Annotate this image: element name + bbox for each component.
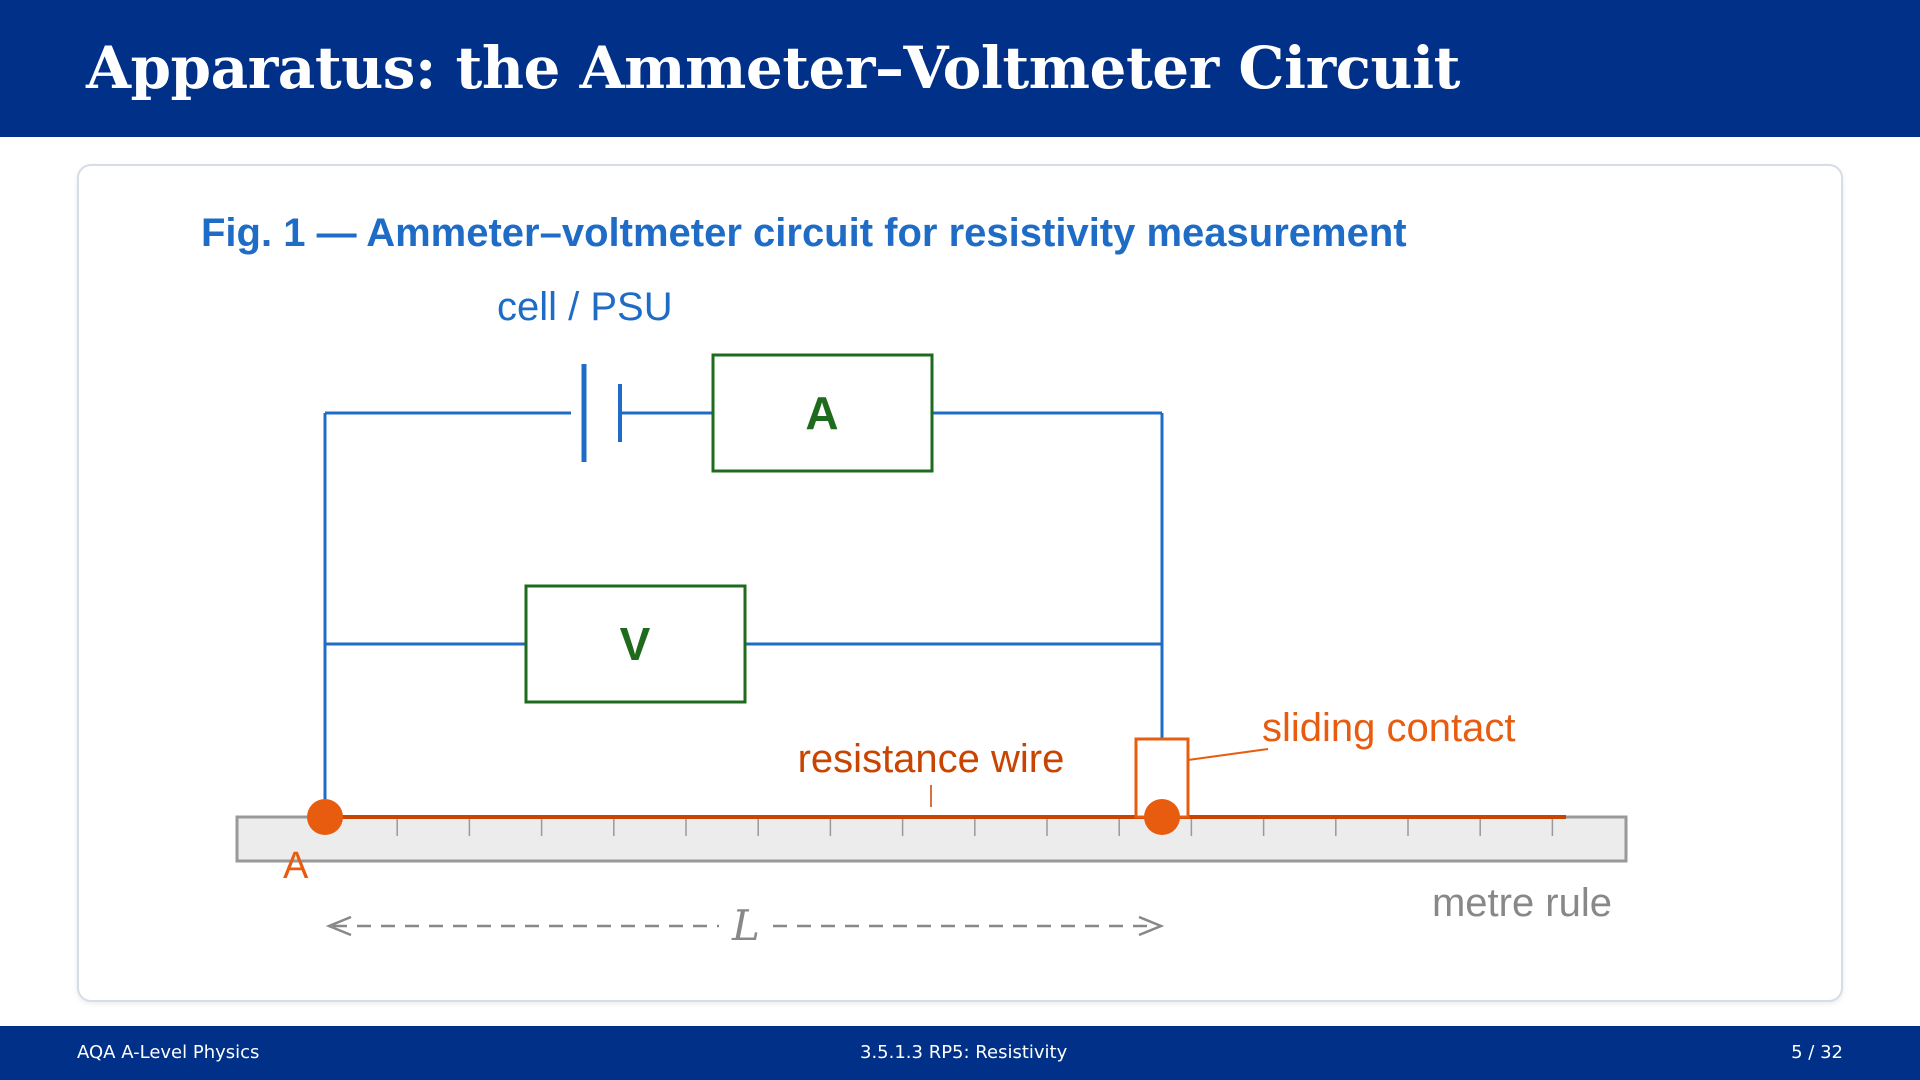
cell-symbol <box>581 364 622 462</box>
slide-title: Apparatus: the Ammeter–Voltmeter Circuit <box>86 34 1460 102</box>
length-label: L <box>731 901 760 950</box>
voltmeter-box <box>524 584 747 704</box>
slide-footer: AQA A-Level Physics 3.5.1.3 RP5: Resisti… <box>0 1026 1920 1080</box>
ammeter-label: A <box>805 387 838 439</box>
sliding-contact-pointer <box>1187 748 1269 761</box>
footer-course: AQA A-Level Physics <box>77 1042 260 1063</box>
metre-rule <box>235 815 1628 863</box>
resistance-wire-label: resistance wire <box>798 737 1065 781</box>
footer-page-number: 5 / 32 <box>1791 1042 1843 1063</box>
circuit-diagram: Fig. 1 — Ammeter–voltmeter circuit for r… <box>201 211 1628 950</box>
cell-label: cell / PSU <box>497 285 673 329</box>
length-arrowhead-left <box>325 915 352 937</box>
figure-card: Fig. 1 — Ammeter–voltmeter circuit for r… <box>77 164 1843 1002</box>
footer-topic: 3.5.1.3 RP5: Resistivity <box>860 1042 1068 1063</box>
metre-rule-label: metre rule <box>1432 881 1612 925</box>
length-arrow <box>325 915 1165 937</box>
end-a-label: A <box>283 845 309 887</box>
ammeter-box <box>711 353 934 473</box>
rule-ticks <box>396 817 1554 836</box>
sliding-contact-label: sliding contact <box>1262 706 1515 750</box>
figure-caption: Fig. 1 — Ammeter–voltmeter circuit for r… <box>201 211 1407 255</box>
fixed-contact-point <box>307 799 343 835</box>
voltmeter-label: V <box>620 618 651 670</box>
sliding-contact-point[interactable] <box>1144 799 1180 835</box>
slide-header: Apparatus: the Ammeter–Voltmeter Circuit <box>0 0 1920 137</box>
circuit-wires <box>323 411 1164 817</box>
length-arrowhead-right <box>1138 915 1165 937</box>
